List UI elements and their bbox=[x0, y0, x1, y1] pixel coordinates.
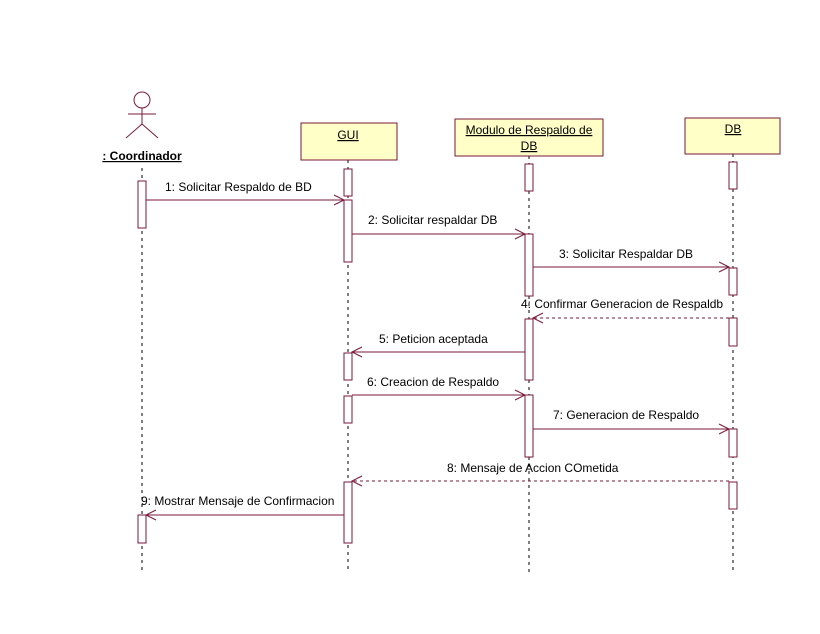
activation-modulo-3 bbox=[524, 318, 534, 381]
message-1 bbox=[146, 194, 346, 206]
object-label-modulo-line2: DB bbox=[521, 139, 538, 153]
activation-coordinador-2 bbox=[137, 514, 147, 544]
object-label-db: DB bbox=[725, 122, 742, 136]
message-8-label: 8: Mensaje de Accion COmetida bbox=[447, 461, 619, 475]
object-box-gui bbox=[300, 122, 398, 161]
message-7-arrowhead bbox=[718, 423, 731, 435]
activation-modulo-4 bbox=[524, 394, 534, 458]
activation-db-2 bbox=[728, 267, 738, 296]
message-6-label: 6: Creacion de Respaldo bbox=[367, 375, 499, 389]
object-box-modulo bbox=[454, 118, 604, 157]
actor-leg-right bbox=[141, 123, 159, 139]
actor-coordinador bbox=[125, 91, 159, 139]
actor-leg-left bbox=[125, 123, 143, 139]
message-9 bbox=[144, 509, 344, 521]
object-db: DB bbox=[684, 117, 781, 155]
message-5-label: 5: Peticion aceptada bbox=[379, 332, 488, 346]
actor-label: : Coordinador bbox=[102, 149, 182, 163]
message-5 bbox=[350, 346, 525, 358]
activation-coordinador-1 bbox=[137, 180, 147, 229]
activation-db-5 bbox=[728, 481, 738, 510]
activation-db-3 bbox=[728, 317, 738, 347]
message-4-arrowhead bbox=[531, 312, 544, 324]
message-3 bbox=[533, 261, 731, 273]
message-2-label: 2: Solicitar respaldar DB bbox=[368, 213, 497, 227]
message-6-arrowhead bbox=[514, 389, 527, 401]
message-9-arrowhead bbox=[144, 509, 157, 521]
object-label-modulo-line1: Modulo de Respaldo de bbox=[466, 123, 593, 137]
message-4 bbox=[531, 312, 729, 324]
activation-modulo-2 bbox=[524, 233, 534, 297]
message-2 bbox=[352, 228, 527, 240]
activation-modulo-1 bbox=[524, 163, 534, 192]
actor-head bbox=[133, 91, 151, 109]
message-1-arrowhead bbox=[333, 194, 346, 206]
object-label-gui: GUI bbox=[337, 128, 358, 142]
activation-gui-1 bbox=[343, 168, 353, 197]
message-8-arrowhead bbox=[350, 475, 363, 487]
object-box-db bbox=[684, 117, 781, 155]
message-4-label: 4: Confirmar Generacion de Respaldb bbox=[521, 297, 723, 311]
activation-gui-3 bbox=[343, 352, 353, 381]
message-3-arrowhead bbox=[718, 261, 731, 273]
activation-db-4 bbox=[728, 428, 738, 458]
message-6 bbox=[352, 389, 527, 401]
activation-gui-5 bbox=[343, 481, 353, 544]
object-modulo: Modulo de Respaldo de DB bbox=[454, 118, 604, 157]
activations bbox=[137, 161, 738, 544]
activation-db-1 bbox=[728, 161, 738, 190]
message-1-label: 1: Solicitar Respaldo de BD bbox=[165, 180, 312, 194]
activation-gui-2 bbox=[343, 199, 353, 263]
message-9-label: 9: Mostrar Mensaje de Confirmacion bbox=[141, 494, 334, 508]
message-3-label: 3: Solicitar Respaldar DB bbox=[559, 247, 693, 261]
message-2-arrowhead bbox=[514, 228, 527, 240]
message-7 bbox=[533, 423, 731, 435]
message-5-arrowhead bbox=[350, 346, 363, 358]
object-gui: GUI bbox=[300, 122, 398, 161]
messages bbox=[144, 194, 731, 521]
message-7-label: 7: Generacion de Respaldo bbox=[553, 408, 699, 422]
message-labels: 1: Solicitar Respaldo de BD 2: Solicitar… bbox=[141, 180, 723, 508]
activation-gui-4 bbox=[343, 395, 353, 424]
message-8 bbox=[350, 475, 729, 487]
